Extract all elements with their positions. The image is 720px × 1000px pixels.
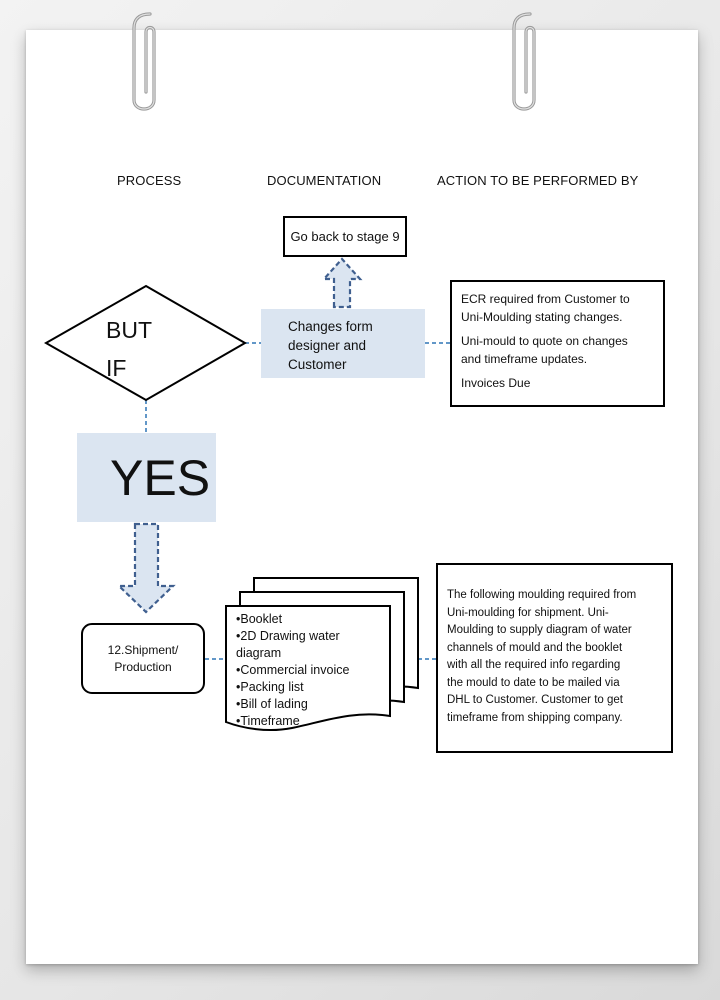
up-arrow-icon: [321, 257, 363, 309]
invoices-paragraph: Invoices Due: [461, 376, 531, 390]
action-line: the mould to date to be mailed via: [447, 676, 620, 689]
document-item: •2D Drawing water: [236, 629, 340, 643]
document-item: •Commercial invoice: [236, 663, 350, 677]
shipment-line: 12.Shipment/: [107, 642, 179, 657]
shipment-action-box: The following moulding required from Uni…: [436, 563, 673, 753]
action-line: Uni-moulding for shipment. Uni-: [447, 606, 609, 619]
changes-box: Changes form designer and Customer: [261, 309, 425, 378]
shipment-production-box: 12.Shipment/ Production: [81, 623, 205, 694]
quote-line: Uni-mould to quote on changes: [461, 334, 628, 348]
header-documentation: DOCUMENTATION: [267, 173, 382, 188]
action-line: The following moulding required from: [447, 589, 637, 601]
changes-line: Customer: [288, 357, 347, 372]
document-item: •Packing list: [236, 680, 304, 694]
decision-line: BUT: [106, 317, 152, 343]
ecr-action-box: ECR required from Customer to Uni-Mouldi…: [450, 280, 665, 407]
quote-line: and timeframe updates.: [461, 351, 588, 366]
ecr-line: ECR required from Customer to: [461, 292, 630, 306]
action-line: Moulding to supply diagram of water: [447, 624, 632, 636]
header-action: ACTION TO BE PERFORMED BY: [437, 173, 639, 188]
action-line: with all the required info regarding: [447, 659, 621, 671]
yes-box: YES: [77, 433, 216, 522]
shipment-line: Production: [114, 659, 172, 674]
decision-label: BUT IF: [106, 311, 152, 387]
ecr-paragraph: ECR required from Customer to Uni-Mouldi…: [461, 291, 655, 326]
action-line: timeframe from shipping company.: [447, 711, 623, 724]
documents-list: •Booklet •2D Drawing water diagram •Comm…: [236, 611, 349, 730]
decision-line: IF: [106, 355, 127, 381]
document-item: diagram: [236, 646, 282, 660]
document-item: •Booklet: [236, 612, 283, 626]
document-item: •Timeframe: [236, 714, 300, 728]
header-process: PROCESS: [117, 173, 182, 188]
changes-line: Changes form: [288, 319, 373, 334]
paper-clip-icon: [132, 12, 156, 111]
multi-document-stack: [225, 577, 419, 731]
down-arrow-icon: [116, 522, 176, 614]
action-line: channels of mould and the booklet: [447, 641, 623, 654]
paper-clip-icon: [512, 12, 536, 111]
go-back-box: Go back to stage 9: [283, 216, 407, 257]
document-item: •Bill of lading: [236, 697, 308, 711]
ecr-line: Uni-Moulding stating changes.: [461, 309, 623, 324]
changes-line: designer and: [288, 338, 367, 353]
action-line: DHL to Customer. Customer to get: [447, 694, 623, 706]
quote-paragraph: Uni-mould to quote on changes and timefr…: [461, 333, 655, 368]
decision-diamond: [43, 284, 248, 402]
